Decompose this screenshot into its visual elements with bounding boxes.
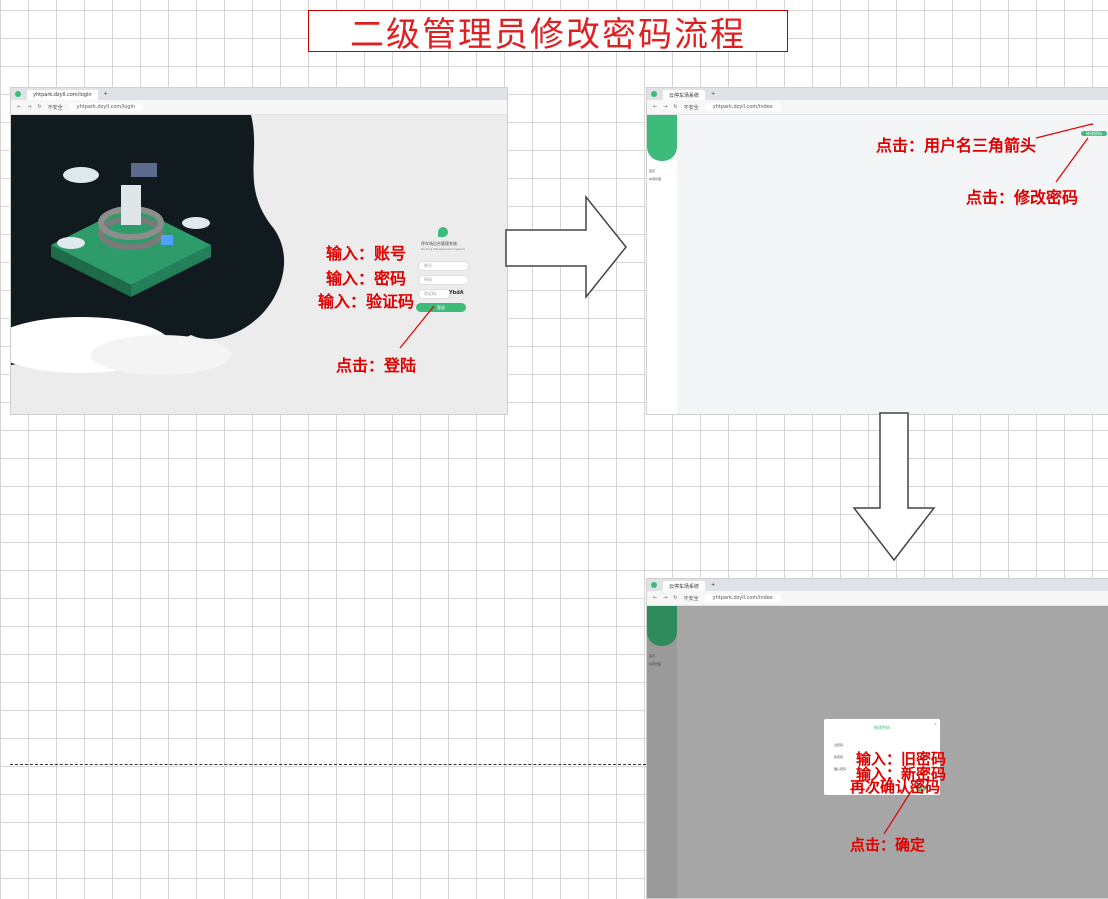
menu-home[interactable]: 首页 [649,654,656,658]
new-tab-icon[interactable]: + [711,582,716,588]
down-arrow [852,412,936,562]
page-title: 二级管理员修改密码流程 [308,10,788,55]
screenshot-index: 云停车场系统 + ← → ↻ 不安全 yhtpark.dzyll.com/ind… [646,87,1108,415]
note-click-ok: 点击：确定 [850,836,926,854]
tab-icon [15,91,21,97]
browser-tabbar: 云停车场系统 + [647,579,1108,591]
security-label: 不安全 [683,595,699,602]
tab-icon [651,582,657,588]
address-field[interactable]: yhtpark.dzyll.com/login [68,103,144,111]
back-icon[interactable]: ← [17,104,22,110]
browser-urlbar: ← → ↻ 不安全 yhtpark.dzyll.com/index [647,591,1108,606]
note-click-login: 点击：登陆 [336,356,417,375]
note-confirm-password: 再次确认密码 [850,778,941,796]
browser-urlbar: ← → ↻ 不安全 yhtpark.dzyll.com/login [11,100,507,115]
sidebar: 首页 车场管理 [647,606,677,898]
reload-icon[interactable]: ↻ [673,595,678,601]
browser-tab[interactable]: yhtpark.dzyll.com/login [27,90,98,100]
captcha-image[interactable]: YbdA [449,290,464,296]
right-arrow [505,194,627,300]
browser-tab[interactable]: 云停车场系统 [663,581,706,591]
note-captcha: 输入：验证码 [318,292,415,311]
login-system-subtitle: Parking Management System [421,247,465,251]
pointer-line-change-password [1055,137,1089,183]
login-button[interactable]: 登录 [416,303,466,312]
back-icon[interactable]: ← [653,595,658,601]
change-password-dialog: 修改密码 × 旧密码 新密码 确认密码 确定 [824,719,940,795]
browser-tab[interactable]: 云停车场系统 [663,90,706,100]
login-illustration [11,115,285,375]
note-username-arrow: 点击：用户名三角箭头 [876,136,1037,155]
username-caret-icon[interactable]: ▾ [1091,122,1094,128]
dashed-divider [10,764,646,765]
menu-manage[interactable]: 车场管理 [649,177,662,181]
forward-icon[interactable]: → [663,595,668,601]
note-new-password: 输入：新密码 [856,765,947,783]
security-label: 不安全 [683,104,699,111]
reload-icon[interactable]: ↻ [37,104,42,110]
pointer-line-login [399,305,435,349]
dialog-close-icon[interactable]: × [933,721,937,726]
new-tab-icon[interactable]: + [711,91,716,97]
dropdown-change-password[interactable]: 修改密码 [1081,131,1107,136]
login-logo-icon [438,227,448,237]
forward-icon[interactable]: → [663,104,668,110]
dialog-title: 修改密码 [874,725,890,730]
forward-icon[interactable]: → [27,104,32,110]
screenshot-login: yhtpark.dzyll.com/login + ← → ↻ 不安全 yhtp… [10,87,508,415]
reload-icon[interactable]: ↻ [673,104,678,110]
pointer-line-caret [1035,123,1093,139]
confirm-button[interactable]: 确定 [916,785,926,791]
note-password: 输入：密码 [326,269,407,288]
tab-icon [651,91,657,97]
browser-urlbar: ← → ↻ 不安全 yhtpark.dzyll.com/index [647,100,1108,115]
menu-home[interactable]: 首页 [649,169,656,173]
note-old-password: 输入：旧密码 [856,750,947,768]
new-tab-icon[interactable]: + [103,91,108,97]
browser-tabbar: yhtpark.dzyll.com/login + [11,88,507,100]
captcha-input[interactable]: 验证码 [418,289,451,299]
confirm-password-label: 确认密码 [834,767,847,771]
sidebar: 首页 车场管理 [647,115,677,414]
menu-manage[interactable]: 车场管理 [649,662,662,666]
address-field[interactable]: yhtpark.dzyll.com/index [704,594,781,602]
old-password-label: 旧密码 [834,743,844,747]
login-system-title: 停车场后台管理系统 [421,241,457,246]
sidebar-logo [647,115,677,161]
note-change-password: 点击：修改密码 [966,188,1079,207]
back-icon[interactable]: ← [653,104,658,110]
screenshot-dialog: 云停车场系统 + ← → ↻ 不安全 yhtpark.dzyll.com/ind… [646,578,1108,899]
security-label: 不安全 [47,104,63,111]
sidebar-logo [647,606,677,646]
new-password-label: 新密码 [834,755,844,759]
address-field[interactable]: yhtpark.dzyll.com/index [704,103,781,111]
note-account: 输入：账号 [326,244,407,263]
account-input[interactable]: 账号 [418,261,469,271]
pointer-line-confirm [883,789,913,835]
password-input[interactable]: 密码 [418,275,469,285]
browser-tabbar: 云停车场系统 + [647,88,1108,100]
